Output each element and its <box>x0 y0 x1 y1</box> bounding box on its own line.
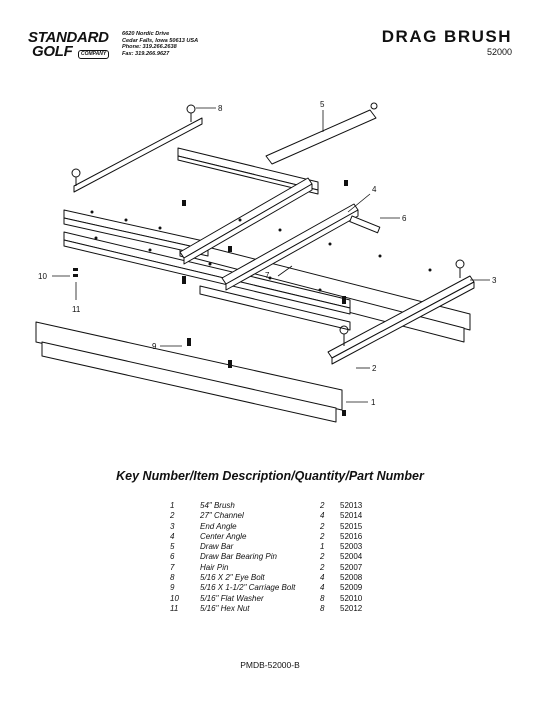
key-number: 10 <box>170 593 179 603</box>
quantity: 4 <box>320 511 325 521</box>
quantity: 4 <box>320 583 325 593</box>
part-number: 52010 <box>340 593 363 603</box>
address-line: 6620 Nordic Drive <box>122 31 170 37</box>
callout-11: 11 <box>72 305 81 314</box>
item-description: 27" Channel <box>200 511 244 521</box>
part-number: 52009 <box>340 583 363 593</box>
item-description: Draw Bar <box>200 542 234 552</box>
logo-company: COMPANY <box>78 50 110 59</box>
product-number: 52000 <box>486 47 512 57</box>
address-line: Phone: 319.266.2638 <box>122 44 177 51</box>
part-number: 52008 <box>340 573 363 583</box>
part-number: 52007 <box>340 562 363 572</box>
item-description: 5/16 X 2" Eye Bolt <box>200 573 265 583</box>
quantity: 2 <box>320 521 325 531</box>
quantity: 2 <box>320 562 325 572</box>
quantity: 4 <box>320 573 325 583</box>
key-number: 7 <box>170 562 175 572</box>
end-angle-left <box>73 117 203 193</box>
logo-line1: STANDARD <box>28 29 109 46</box>
part-number: 52003 <box>340 542 363 552</box>
item-description: 54" Brush <box>200 501 235 510</box>
callout-7: 7 <box>265 271 270 280</box>
part-number: 52012 <box>340 603 363 613</box>
key-number: 1 <box>170 501 175 510</box>
document-id: PMDB-52000-B <box>240 660 300 670</box>
key-number: 5 <box>170 542 175 552</box>
quantity: 8 <box>320 593 325 603</box>
exploded-assembly-diagram: 8 5 4 6 3 7 2 1 9 10 11 <box>35 100 497 423</box>
draw-bar <box>265 109 377 165</box>
parts-list-heading: Key Number/Item Description/Quantity/Par… <box>116 469 424 483</box>
item-description: 5/16" Flat Washer <box>200 593 264 603</box>
page-title: DRAG BRUSH <box>381 27 512 46</box>
item-description: Hair Pin <box>200 562 229 572</box>
brush-front-base <box>41 341 337 423</box>
key-number: 6 <box>170 552 175 562</box>
brush-front <box>35 321 343 411</box>
callout-3: 3 <box>492 276 497 285</box>
item-description: Center Angle <box>200 531 247 541</box>
quantity: 2 <box>320 531 325 541</box>
item-description: Draw Bar Bearing Pin <box>200 552 277 562</box>
callout-8: 8 <box>218 104 223 113</box>
key-number: 9 <box>170 583 175 593</box>
quantity: 1 <box>320 542 325 552</box>
part-number: 52013 <box>340 501 363 510</box>
item-description: 5/16" Hex Nut <box>200 603 250 613</box>
bearing-pin <box>349 215 381 234</box>
callout-10: 10 <box>38 272 47 281</box>
quantity: 8 <box>320 603 325 613</box>
callout-9: 9 <box>152 342 157 351</box>
callout-6: 6 <box>402 214 407 223</box>
callout-4: 4 <box>372 185 377 194</box>
company-logo: STANDARD GOLF COMPANY <box>28 30 123 68</box>
quantity: 2 <box>320 501 325 510</box>
callout-5: 5 <box>320 100 325 109</box>
company-address: 6620 Nordic Drive Cedar Falls, Iowa 5061… <box>122 31 198 57</box>
part-number: 52004 <box>340 552 363 562</box>
key-number: 8 <box>170 573 175 583</box>
part-number: 52015 <box>340 521 363 531</box>
channel-lower <box>199 285 351 331</box>
key-number: 11 <box>170 603 179 613</box>
part-number: 52014 <box>340 511 363 521</box>
callout-1: 1 <box>371 398 376 407</box>
address-line: Fax: 319.266.9627 <box>122 50 170 57</box>
callout-2: 2 <box>372 364 377 373</box>
quantity: 2 <box>320 552 325 562</box>
item-description: End Angle <box>200 521 237 531</box>
part-number: 52016 <box>340 531 363 541</box>
end-angle-rear <box>177 147 319 191</box>
key-number: 4 <box>170 531 175 541</box>
address-line: Cedar Falls, Iowa 50613 USA <box>122 37 199 44</box>
key-number: 2 <box>170 511 175 521</box>
logo-line2: GOLF <box>32 43 73 60</box>
key-number: 3 <box>170 521 175 531</box>
item-description: 5/16 X 1-1/2" Carriage Bolt <box>200 583 296 593</box>
